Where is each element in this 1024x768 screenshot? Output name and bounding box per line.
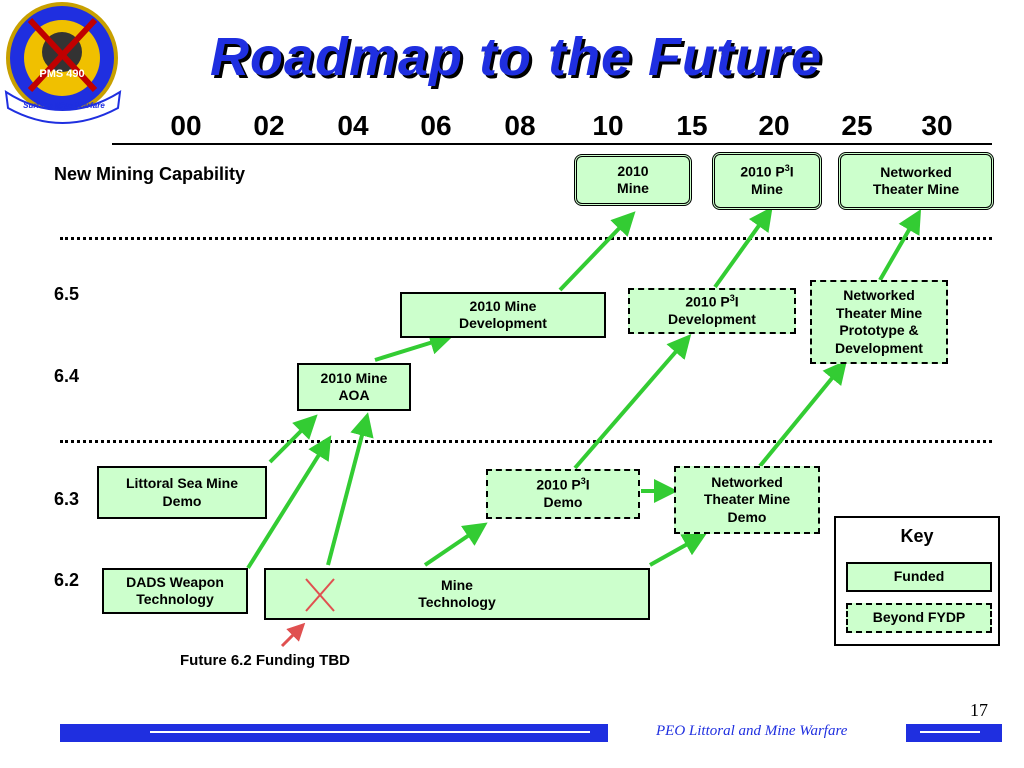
row-label-6-5: 6.5 (54, 284, 80, 304)
box-text: Demo (543, 494, 583, 511)
box-text: Mine (617, 180, 649, 196)
box-text: Technology (136, 591, 214, 607)
box-p3i-demo: 2010 P3I Demo (486, 469, 640, 519)
year-label: 00 (170, 110, 202, 141)
box-text: 2010 Mine (469, 297, 537, 314)
box-text: Mine (751, 181, 783, 198)
box-text: Development (668, 311, 756, 328)
legend-text: Beyond FYDP (872, 609, 966, 626)
arrow (649, 533, 707, 567)
legend-title: Key (900, 526, 934, 546)
year-label: 04 (337, 110, 369, 141)
red-arrow (280, 622, 306, 648)
box-littoral-sea-mine-demo: Littoral Sea Mine Demo (97, 466, 267, 519)
box-p3i-mine: 2010 P3I Mine (712, 152, 822, 210)
box-text: DADS Weapon (126, 573, 224, 590)
legend-key: Key Funded Beyond FYDP (834, 516, 1000, 646)
box-2010-mine-aoa: 2010 Mine AOA (297, 363, 411, 411)
timeline-axis (112, 143, 992, 145)
box-networked-theater-mine: Networked Theater Mine (838, 152, 994, 210)
box-p3i-development: 2010 P3I Development (628, 288, 796, 334)
year-label: 20 (758, 110, 790, 141)
year-label: 15 (676, 110, 708, 141)
row-label-6-3: 6.3 (54, 489, 80, 509)
page-number: 17 (970, 700, 988, 720)
pms490-logo: PMS 490 Surface Mine Warfare (0, 0, 130, 125)
footer-bar-right (906, 724, 1002, 742)
logo-text: PMS 490 (39, 68, 85, 80)
box-text: AOA (338, 387, 370, 403)
row-label-6-2: 6.2 (54, 570, 80, 590)
arrow (573, 333, 692, 470)
arrow (246, 435, 332, 570)
box-networked-demo: Networked Theater Mine Demo (674, 466, 820, 534)
year-label: 10 (592, 110, 624, 141)
arrow (423, 522, 488, 567)
box-text: Theater Mine (703, 491, 791, 508)
legend-text: Funded (893, 568, 945, 585)
box-text: Development (835, 339, 923, 356)
box-text: Networked (711, 473, 783, 490)
box-text: Theater Mine (835, 304, 923, 321)
box-text: Development (459, 315, 547, 331)
legend-funded: Funded (846, 562, 992, 592)
arrow (326, 412, 374, 566)
year-label: 30 (921, 110, 953, 141)
box-text: 2010 P3I (536, 476, 590, 493)
box-text: 2010 (617, 162, 649, 179)
box-text: Demo (162, 492, 202, 509)
box-text: Theater Mine (872, 181, 960, 197)
box-text: Demo (727, 508, 767, 525)
arrow (374, 331, 454, 362)
arrow (268, 414, 318, 464)
box-text: Networked (880, 163, 952, 180)
box-mine-technology: Mine Technology (264, 568, 650, 620)
year-label: 02 (253, 110, 285, 141)
box-text: 2010 P3I (685, 293, 739, 310)
legend-beyond-fydp: Beyond FYDP (846, 603, 992, 633)
cross-icon (305, 578, 335, 612)
box-networked-prototype: Networked Theater Mine Prototype & Devel… (810, 280, 948, 364)
box-text: 2010 Mine (320, 369, 388, 386)
arrow (758, 359, 848, 468)
divider-dotted (60, 237, 992, 240)
box-2010-mine-development: 2010 Mine Development (400, 292, 606, 338)
box-text: 2010 P3I (740, 163, 794, 180)
year-label: 25 (841, 110, 873, 141)
slide-title: Roadmap to the Future (210, 27, 822, 87)
box-text: Littoral Sea Mine (125, 475, 239, 491)
box-text: Technology (418, 594, 496, 610)
row-label-new-mining: New Mining Capability (54, 164, 246, 184)
box-2010-mine: 2010 Mine (574, 154, 692, 206)
funding-note: Future 6.2 Funding TBD (180, 652, 350, 669)
box-text: Networked (843, 287, 915, 303)
footer-text: PEO Littoral and Mine Warfare (656, 723, 848, 739)
arrow (558, 211, 636, 292)
box-dads-weapon-technology: DADS Weapon Technology (102, 568, 248, 614)
arrow (713, 206, 773, 289)
year-label: 08 (504, 110, 536, 141)
footer-line (150, 731, 590, 733)
year-label: 06 (420, 110, 452, 141)
logo-subtext: Surface Mine Warfare (23, 101, 105, 110)
box-text: Prototype & (839, 322, 919, 338)
arrow (878, 209, 922, 282)
footer-bar-left (60, 724, 608, 742)
box-text: Mine (441, 576, 473, 593)
divider-dotted (60, 440, 992, 443)
footer-line (920, 731, 980, 733)
row-label-6-4: 6.4 (54, 366, 80, 386)
